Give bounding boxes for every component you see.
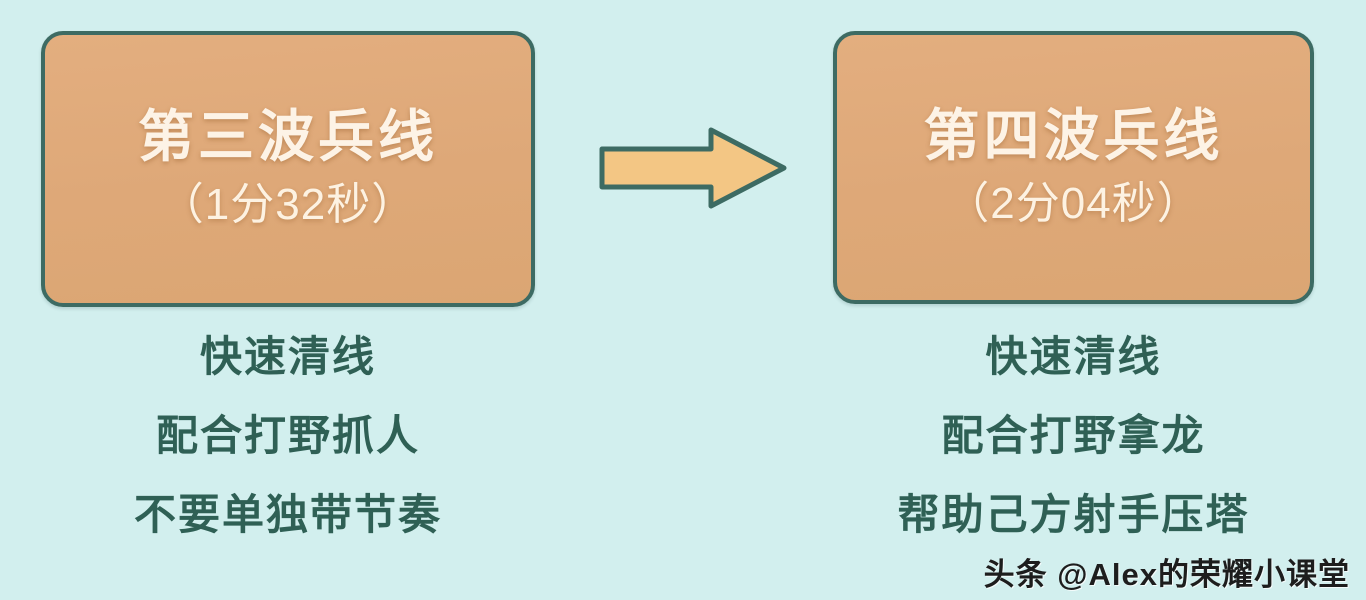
tip-line: 帮助己方射手压塔 — [897, 491, 1250, 538]
wave-card-fourth-title: 第四波兵线 — [923, 103, 1224, 167]
tips-list-third-wave: 快速清线 配合打野抓人 不要单独带节奏 — [41, 336, 535, 536]
tip-line: 配合打野抓人 — [155, 412, 420, 459]
wave-card-fourth: 第四波兵线 （2分04秒） — [833, 31, 1314, 304]
wave-card-third-time: （1分32秒） — [159, 180, 417, 230]
wave-card-third: 第三波兵线 （1分32秒） — [41, 31, 535, 307]
tip-line: 快速清线 — [199, 333, 376, 380]
wave-card-third-title: 第三波兵线 — [138, 105, 438, 169]
tip-line: 不要单独带节奏 — [133, 491, 442, 538]
tip-line: 快速清线 — [985, 333, 1162, 380]
watermark-credit: 头条 @Alex的荣耀小课堂 — [983, 557, 1350, 592]
tip-line: 配合打野拿龙 — [941, 412, 1206, 459]
tips-list-fourth-wave: 快速清线 配合打野拿龙 帮助己方射手压塔 — [833, 336, 1314, 536]
wave-card-fourth-time: （2分04秒） — [945, 178, 1202, 228]
arrow-right-icon — [598, 126, 788, 210]
